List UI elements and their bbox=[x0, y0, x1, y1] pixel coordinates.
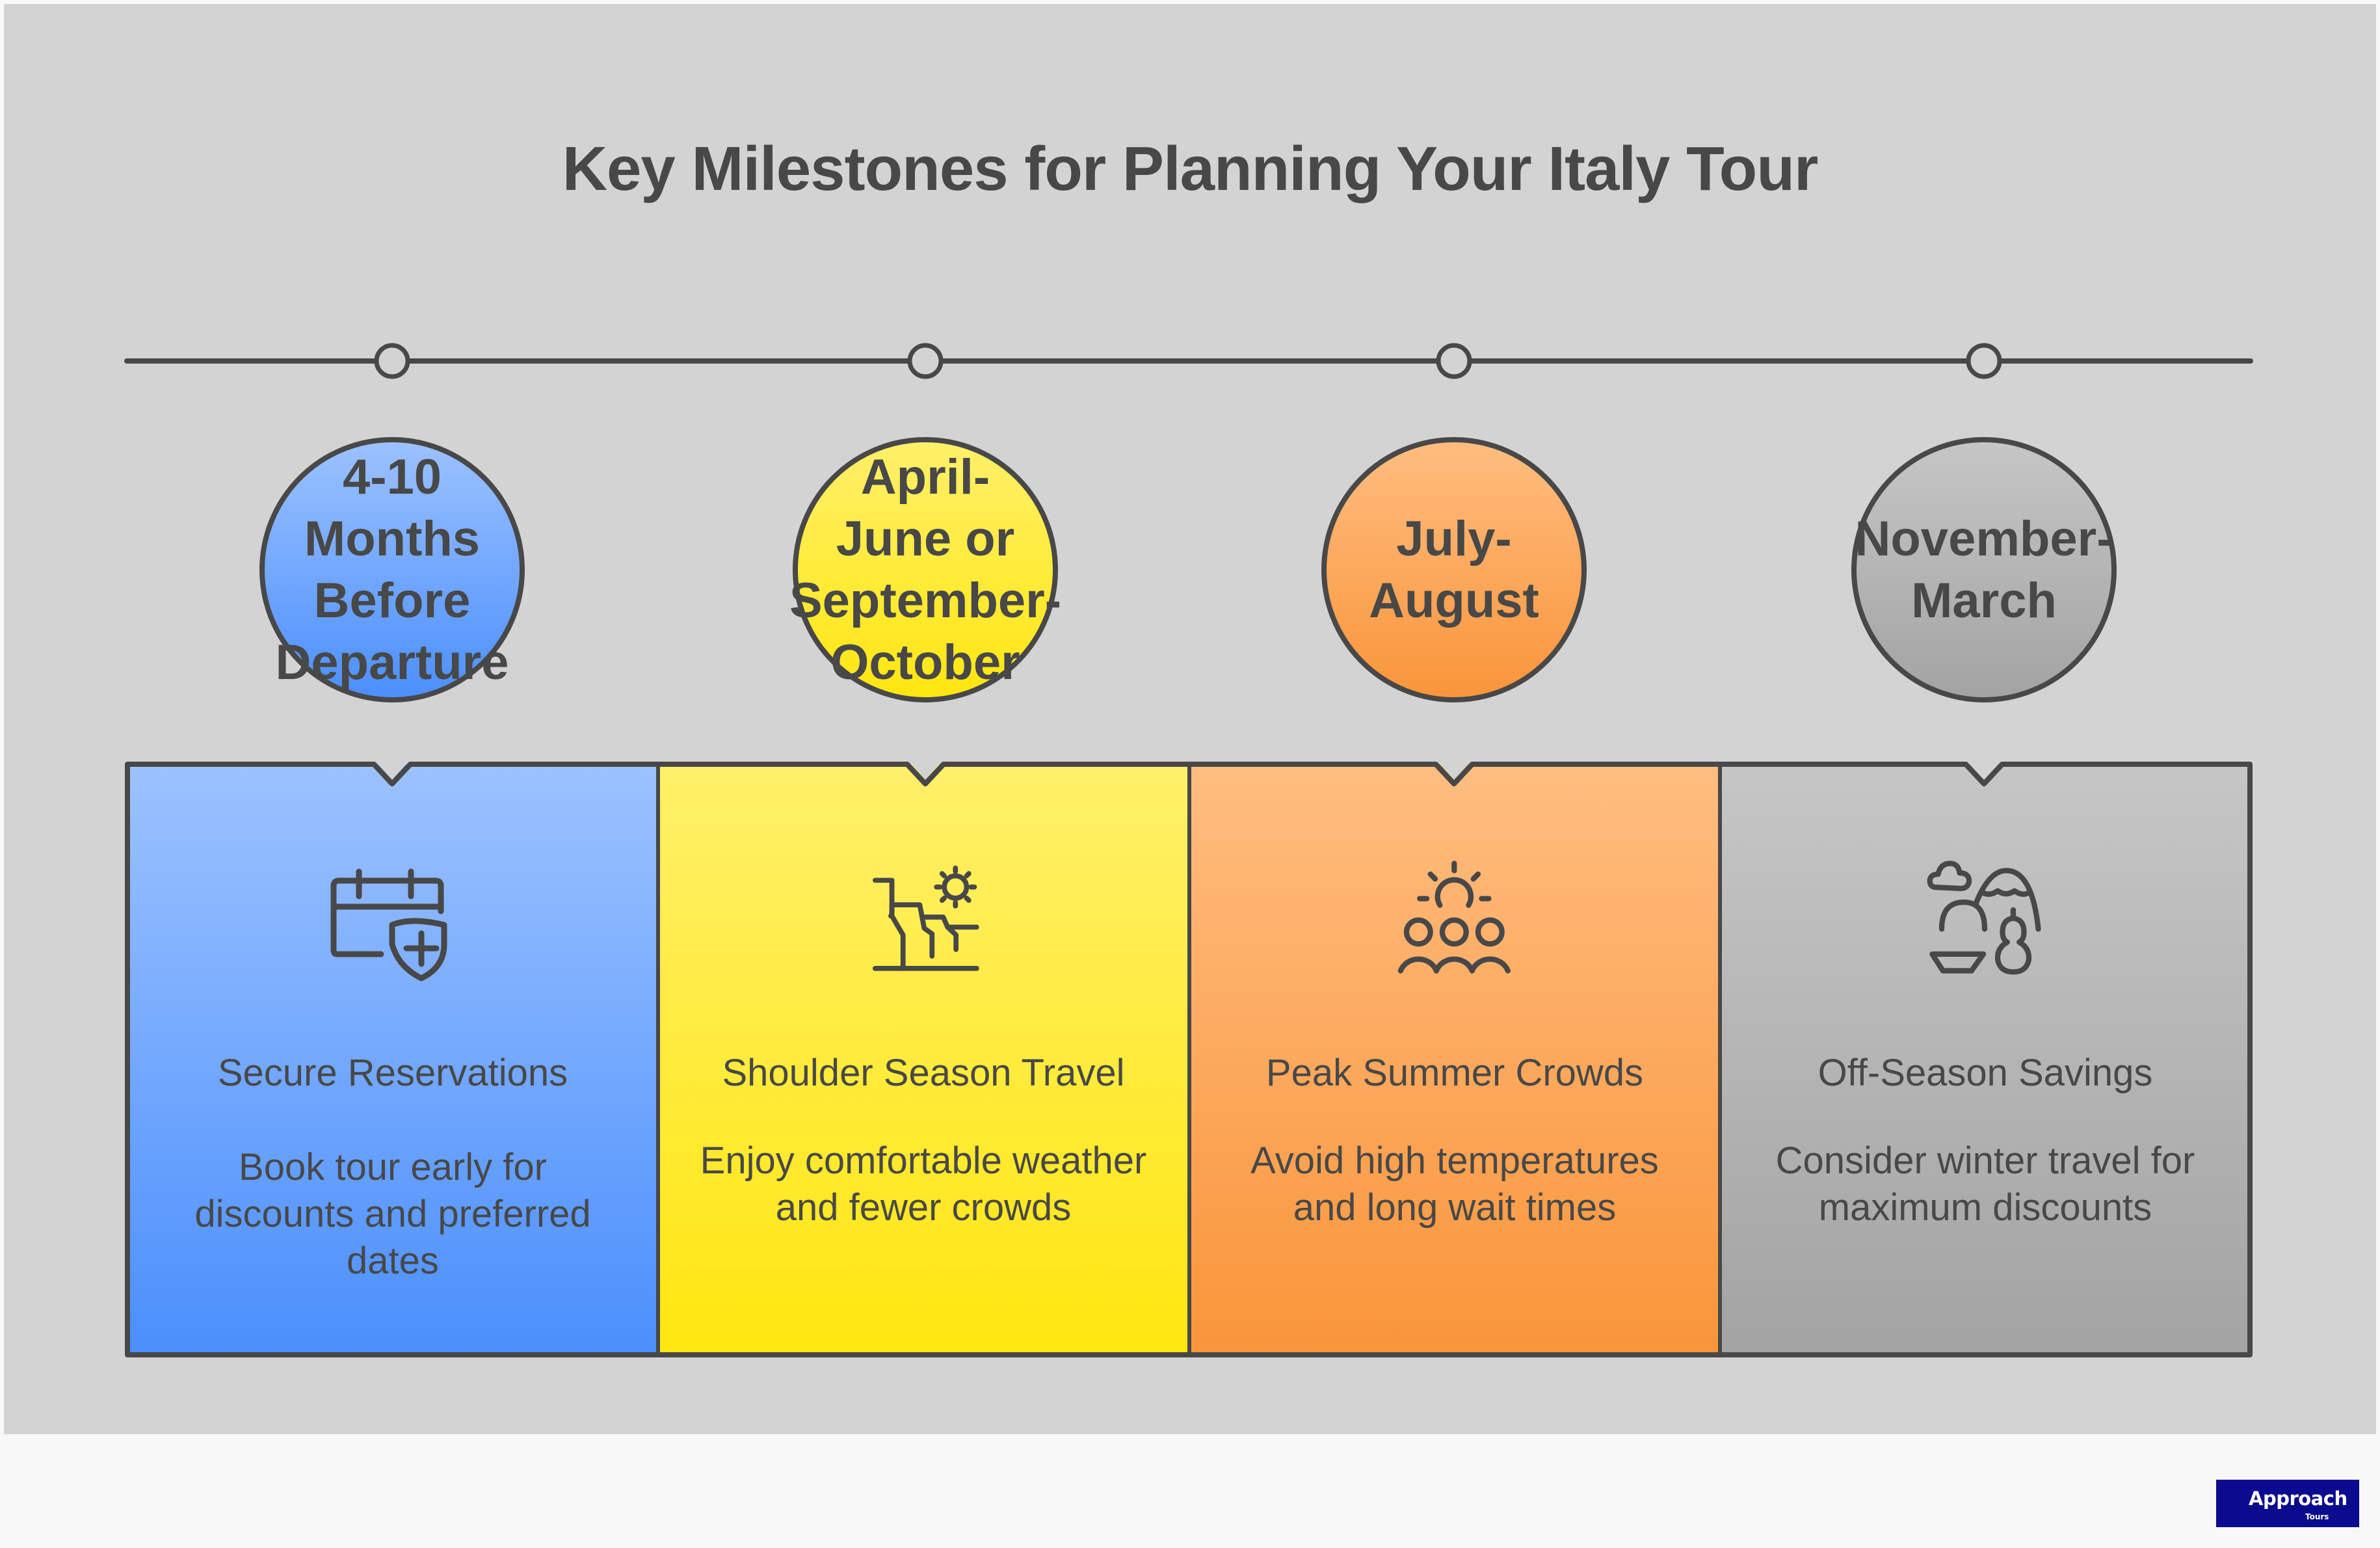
period-circle-yellow bbox=[793, 437, 1058, 702]
card-heading: Off-Season Savings bbox=[1818, 1052, 2153, 1094]
card-heading: Shoulder Season Travel bbox=[722, 1052, 1125, 1094]
logo-subtitle: Tours bbox=[2305, 1512, 2329, 1521]
card-heading: Peak Summer Crowds bbox=[1265, 1052, 1644, 1094]
period-circle-gray bbox=[1851, 437, 2117, 702]
timeline-dot bbox=[907, 343, 944, 379]
period-label: July-August bbox=[1369, 511, 1539, 628]
logo-brand: Approach bbox=[2249, 1488, 2347, 1510]
milestone-card-1: Secure Reservations Book tour early for … bbox=[146, 1050, 640, 1285]
period-circle-blue bbox=[259, 437, 525, 702]
card-description: Enjoy comfortable weather and fewer crow… bbox=[700, 1140, 1147, 1229]
calendar-shield-plus-icon bbox=[314, 839, 470, 982]
period-label: November-March bbox=[1855, 511, 2113, 628]
card-yellow bbox=[658, 764, 1189, 1355]
card-description: Consider winter travel for maximum disco… bbox=[1775, 1140, 2195, 1229]
winter-landscape-icon bbox=[1907, 846, 2063, 989]
milestone-card-4: Off-Season Savings Consider winter trave… bbox=[1738, 1050, 2232, 1231]
cliff-sun-icon bbox=[847, 846, 1003, 989]
card-gray bbox=[1720, 764, 2250, 1355]
milestone-card-2: Shoulder Season Travel Enjoy comfortable… bbox=[676, 1050, 1170, 1231]
page-title: Key Milestones for Planning Your Italy T… bbox=[562, 134, 1819, 204]
timeline-dot bbox=[1966, 343, 2002, 379]
milestone-card-3: Peak Summer Crowds Avoid high temperatur… bbox=[1208, 1050, 1702, 1231]
approach-tours-logo[interactable]: Approach Tours bbox=[2216, 1480, 2359, 1527]
card-blue bbox=[127, 764, 658, 1355]
card-description: Book tour early for discounts and prefer… bbox=[194, 1146, 591, 1282]
card-description: Avoid high temperatures and long wait ti… bbox=[1250, 1140, 1659, 1229]
period-circle-orange bbox=[1321, 437, 1587, 702]
timeline-dot bbox=[374, 343, 410, 379]
timeline-dot bbox=[1436, 343, 1472, 379]
crowd-sun-icon bbox=[1379, 846, 1535, 989]
card-heading: Secure Reservations bbox=[217, 1052, 568, 1094]
